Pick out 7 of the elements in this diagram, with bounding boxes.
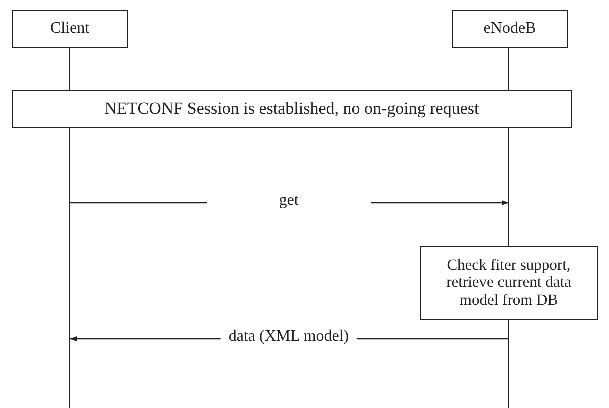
- box-text: Check fiter support, retrieve current data model from DB: [446, 256, 572, 310]
- participant-name: Client: [50, 20, 90, 38]
- process-box: [420, 246, 598, 320]
- participant-name: eNodeB: [484, 20, 536, 38]
- message-label: data (XML model): [220, 328, 358, 346]
- session-bar: [12, 90, 572, 128]
- box-text: NETCONF Session is established, no on-going request: [104, 99, 480, 119]
